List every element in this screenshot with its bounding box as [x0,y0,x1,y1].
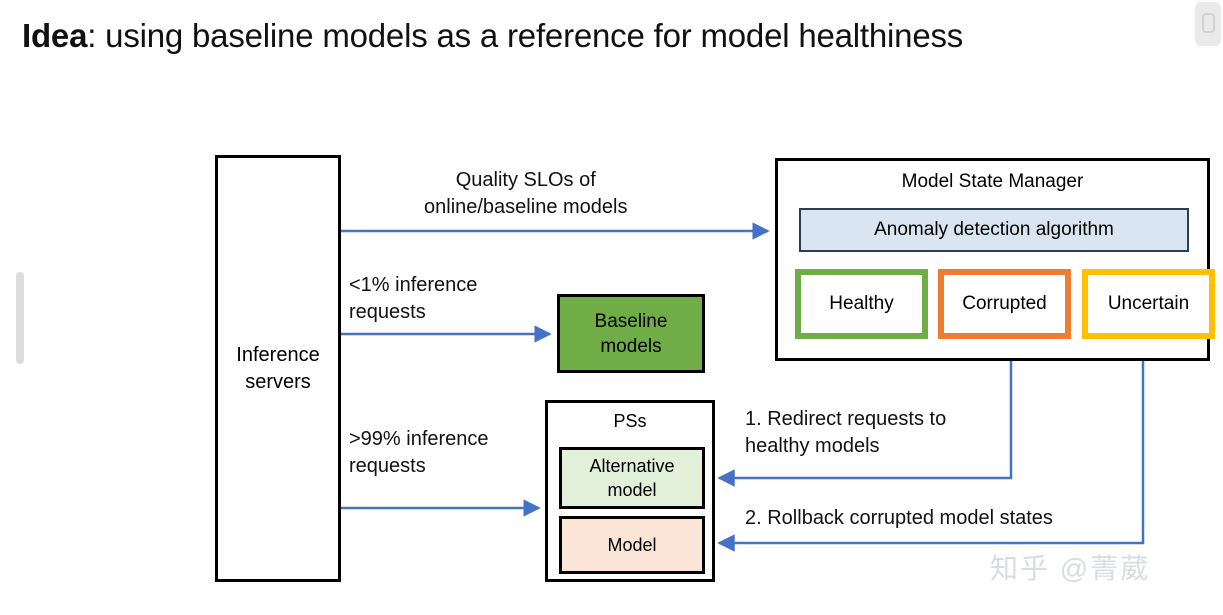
watermark: 知乎 @菁葳 [990,553,1151,584]
annotation-quality-slos: Quality SLOs of online/baseline models [424,169,628,218]
page-title: Idea: using baseline models as a referen… [22,14,963,58]
alternative-model-box[interactable]: Alternative model [559,447,705,509]
pss-title: PSs [613,411,647,431]
anomaly-detection-label: Anomaly detection algorithm [874,219,1114,240]
state-badge-uncertain[interactable]: Uncertain [1082,269,1215,339]
annotation-baseline-requests: <1% inference requests [349,274,478,323]
baseline-models-box[interactable]: Baseline models [557,294,705,373]
state-badge-uncertain-label: Uncertain [1107,293,1190,314]
annotation-redirect: 1. Redirect requests to healthy models [745,408,947,457]
alternative-model-label: Alternative model [589,456,675,500]
model-state-manager-title: Model State Manager [901,171,1084,192]
pss-box[interactable]: PSs Alternative model Model [545,400,715,582]
model-state-manager-box[interactable]: Model State Manager Anomaly detection al… [775,158,1215,361]
page-title-lead: Idea [22,17,88,54]
state-badge-corrupted-label: Corrupted [962,293,1047,314]
page-title-rest: : using baseline models as a reference f… [87,17,964,54]
annotation-online-requests: >99% inference requests [349,428,489,477]
model-label: Model [607,535,657,555]
rounded-rect-icon [1202,13,1215,33]
annotation-rollback: 2. Rollback corrupted model states [745,507,1053,529]
inference-servers-box[interactable]: Inference servers [215,155,341,582]
baseline-models-label: Baseline models [594,310,668,357]
state-badge-healthy[interactable]: Healthy [795,269,928,339]
scrollbar-handle[interactable] [16,272,24,364]
top-right-chip-button[interactable] [1195,2,1221,46]
state-badge-healthy-label: Healthy [829,293,894,314]
model-box[interactable]: Model [559,516,705,574]
anomaly-detection-box[interactable]: Anomaly detection algorithm [799,208,1189,252]
state-badge-corrupted[interactable]: Corrupted [938,269,1071,339]
inference-servers-label: Inference servers [236,343,320,393]
